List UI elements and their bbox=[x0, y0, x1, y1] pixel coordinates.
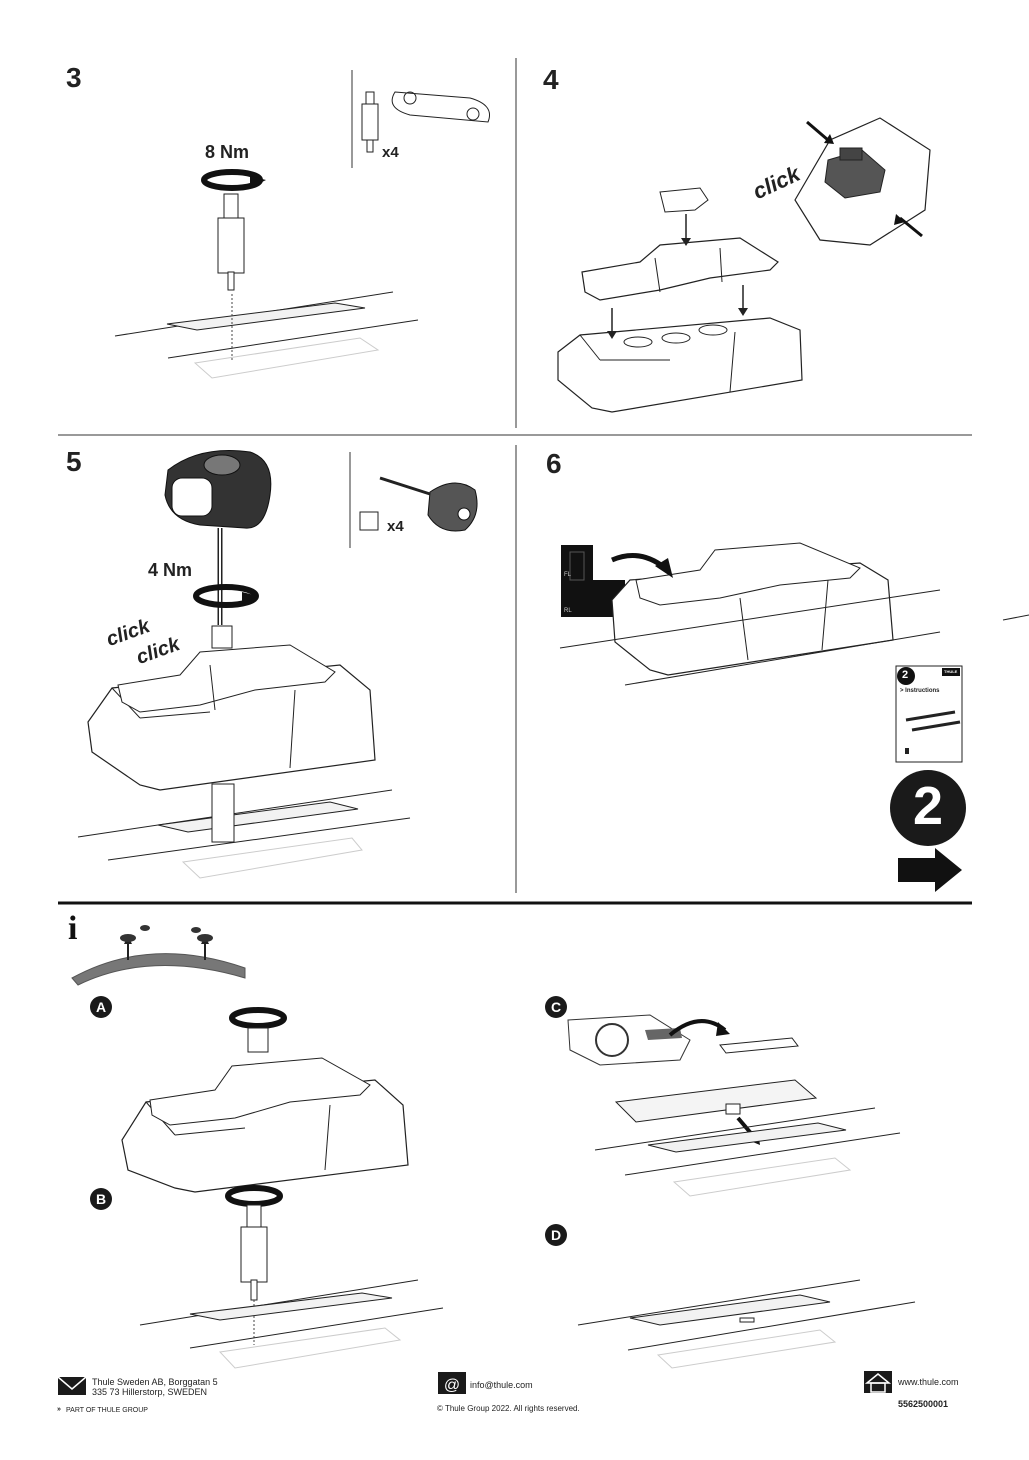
email-link[interactable]: info@thule.com bbox=[470, 1380, 533, 1390]
badge-d: D bbox=[545, 1224, 567, 1246]
badge-b: B bbox=[90, 1188, 112, 1210]
thumb-brand: THULE bbox=[944, 669, 958, 674]
step-5-torque: 4 Nm bbox=[148, 560, 193, 580]
step-6-number: 6 bbox=[546, 448, 562, 479]
doc-number: 5562500001 bbox=[898, 1399, 949, 1409]
step-5-quantity: x4 bbox=[387, 518, 404, 535]
thumb-title: > Instructions bbox=[900, 688, 940, 694]
step-3-number: 3 bbox=[66, 62, 82, 93]
position-label-fl: FL bbox=[564, 572, 572, 578]
step-5-number: 5 bbox=[66, 446, 82, 477]
step-4-number: 4 bbox=[543, 64, 559, 95]
info-icon: i bbox=[68, 910, 78, 947]
rotate-arrow-icon bbox=[201, 169, 266, 191]
address-line-1: Thule Sweden AB, Borggatan 5 bbox=[92, 1377, 218, 1387]
badge-c: C bbox=[545, 996, 567, 1018]
group-chevron-icon: » bbox=[57, 1406, 61, 1413]
thumb-badge: 2 bbox=[902, 669, 909, 681]
address-line-2: 335 73 Hillerstorp, SWEDEN bbox=[92, 1387, 208, 1397]
copyright: © Thule Group 2022. All rights reserved. bbox=[437, 1404, 580, 1413]
step-3-quantity: x4 bbox=[382, 144, 399, 161]
position-label-rl: RL bbox=[564, 608, 572, 614]
group-label: PART OF THULE GROUP bbox=[66, 1407, 148, 1414]
step-3-torque: 8 Nm bbox=[205, 142, 250, 162]
badge-a: A bbox=[90, 996, 112, 1018]
svg-text:@: @ bbox=[444, 1377, 460, 1394]
next-step-badge bbox=[890, 770, 966, 846]
next-step-number: 2 bbox=[912, 776, 944, 836]
website-link[interactable]: www.thule.com bbox=[898, 1377, 959, 1387]
